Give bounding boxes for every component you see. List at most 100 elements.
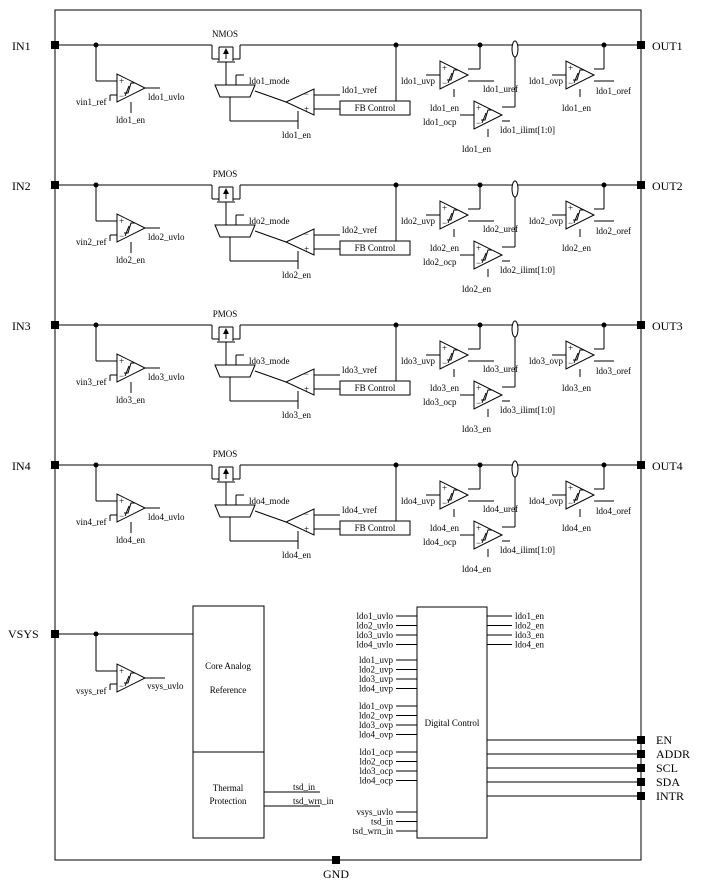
vsys-pin <box>51 630 59 638</box>
svg-text:+: + <box>304 244 309 254</box>
uvlo-label: ldo1_uvlo <box>148 92 185 102</box>
input-pin-label: IN2 <box>12 179 31 193</box>
uref-label: ldo2_uref <box>483 224 518 234</box>
svg-text:+: + <box>568 343 573 353</box>
error-amplifier <box>284 88 315 116</box>
svg-text:−: − <box>304 89 309 99</box>
fb-control-block <box>339 520 411 536</box>
uvp-en-label: ldo1_en <box>430 103 459 113</box>
output-pin-label: OUT2 <box>652 179 683 193</box>
digital-input-label: ldo2_ocp <box>360 757 394 767</box>
svg-text:−: − <box>119 231 124 241</box>
uvlo-ref-label: vin3_ref <box>76 377 107 387</box>
ovp-label: ldo4_ovp <box>529 496 564 506</box>
digital-input-label: ldo2_ovp <box>359 711 394 721</box>
svg-text:−: − <box>476 398 481 408</box>
digital-control-block <box>416 606 488 839</box>
vref-label: ldo4_vref <box>342 505 377 515</box>
pass-transistor-arrow-icon <box>223 468 229 474</box>
pass-transistor-arrow-icon <box>223 48 229 54</box>
digital-input-label: ldo3_ocp <box>360 766 394 776</box>
digital-input-label: ldo3_uvlo <box>356 630 393 640</box>
pass-transistor-label: PMOS <box>213 449 238 459</box>
interface-pin <box>637 750 645 758</box>
input-pin <box>51 461 59 469</box>
vsys-uvlo-label: vsys_uvlo <box>147 681 184 691</box>
svg-text:+: + <box>568 483 573 493</box>
svg-text:−: − <box>442 78 447 88</box>
digital-input-label: ldo4_uvlo <box>356 640 393 650</box>
pass-transistor-arrow-icon <box>223 188 229 194</box>
mode-mux <box>214 224 256 238</box>
uvlo-ref-label: vin1_ref <box>76 97 107 107</box>
svg-text:+: + <box>119 496 124 506</box>
output-pin <box>637 181 645 189</box>
error-amplifier <box>284 508 315 536</box>
interface-pin-label: EN <box>656 733 672 747</box>
ovp-en-label: ldo1_en <box>562 103 591 113</box>
digital-input-label: ldo1_ocp <box>360 747 394 757</box>
uvlo-en-label: ldo2_en <box>116 255 145 265</box>
digital-output-label: ldo1_en <box>515 611 544 621</box>
uvp-label: ldo3_uvp <box>401 356 436 366</box>
digital-output-label: ldo2_en <box>515 621 544 631</box>
input-pin-label: IN4 <box>12 459 31 473</box>
tsd-in-label: tsd_in <box>293 782 316 792</box>
ovp-en-label: ldo4_en <box>562 523 591 533</box>
interface-pin <box>637 736 645 744</box>
ocp-en-label: ldo3_en <box>462 424 491 434</box>
svg-text:+: + <box>442 63 447 73</box>
vref-label: ldo1_vref <box>342 85 377 95</box>
uvlo-ref-label: vin4_ref <box>76 517 107 527</box>
digital-control-title: Digital Control <box>425 718 480 728</box>
fb-junction-dot <box>393 182 399 188</box>
svg-text:+: + <box>304 524 309 534</box>
uvlo-label: ldo3_uvlo <box>148 372 185 382</box>
digital-input-label: ldo2_uvp <box>359 665 394 675</box>
output-pin <box>637 321 645 329</box>
digital-input-label: ldo4_ocp <box>360 776 394 786</box>
uvp-label: ldo1_uvp <box>401 76 436 86</box>
svg-text:+: + <box>568 63 573 73</box>
uvlo-comparator <box>116 213 147 243</box>
output-pin <box>637 461 645 469</box>
ilimt-label: ldo2_ilimt[1:0] <box>500 265 555 275</box>
svg-text:−: − <box>476 258 481 268</box>
mode-label: ldo1_mode <box>249 76 290 86</box>
pass-transistor-label: NMOS <box>212 29 238 39</box>
output-pin-label: OUT3 <box>652 319 683 333</box>
uvp-label: ldo2_uvp <box>401 216 436 226</box>
ocp-label: ldo3_ocp <box>423 397 457 407</box>
thermal-line1: Thermal <box>213 783 244 793</box>
gnd-pin-label: GND <box>323 867 349 881</box>
svg-text:+: + <box>442 203 447 213</box>
input-pin-label: IN1 <box>12 39 31 53</box>
svg-text:−: − <box>568 78 573 88</box>
uref-label: ldo1_uref <box>483 84 518 94</box>
fb-control-label: FB Control <box>355 523 396 533</box>
output-pin-label: OUT4 <box>652 459 683 473</box>
vsys-pin-label: VSYS <box>8 627 39 641</box>
output-pin-label: OUT1 <box>652 39 683 53</box>
thermal-protection-block <box>192 751 265 839</box>
oref-label: ldo1_oref <box>596 86 631 96</box>
interface-pin <box>637 764 645 772</box>
digital-input-label: ldo3_ovp <box>359 720 394 730</box>
digital-output-label: ldo4_en <box>515 640 544 650</box>
uvlo-en-label: ldo1_en <box>116 115 145 125</box>
digital-input-label: vsys_uvlo <box>356 807 393 817</box>
tsd-wrn-in-label: tsd_wrn_in <box>293 796 334 806</box>
svg-text:+: + <box>304 384 309 394</box>
svg-text:+: + <box>476 523 481 533</box>
interface-pin-label: INTR <box>656 789 684 803</box>
fb-control-block <box>339 380 411 396</box>
core-analog-reference-block <box>192 605 265 753</box>
interface-pin-label: SCL <box>656 761 678 775</box>
ocp-label: ldo4_ocp <box>423 537 457 547</box>
svg-text:+: + <box>119 666 124 676</box>
core-analog-line2: Reference <box>210 685 246 695</box>
digital-input-label: ldo4_uvp <box>359 684 394 694</box>
input-pin <box>51 321 59 329</box>
